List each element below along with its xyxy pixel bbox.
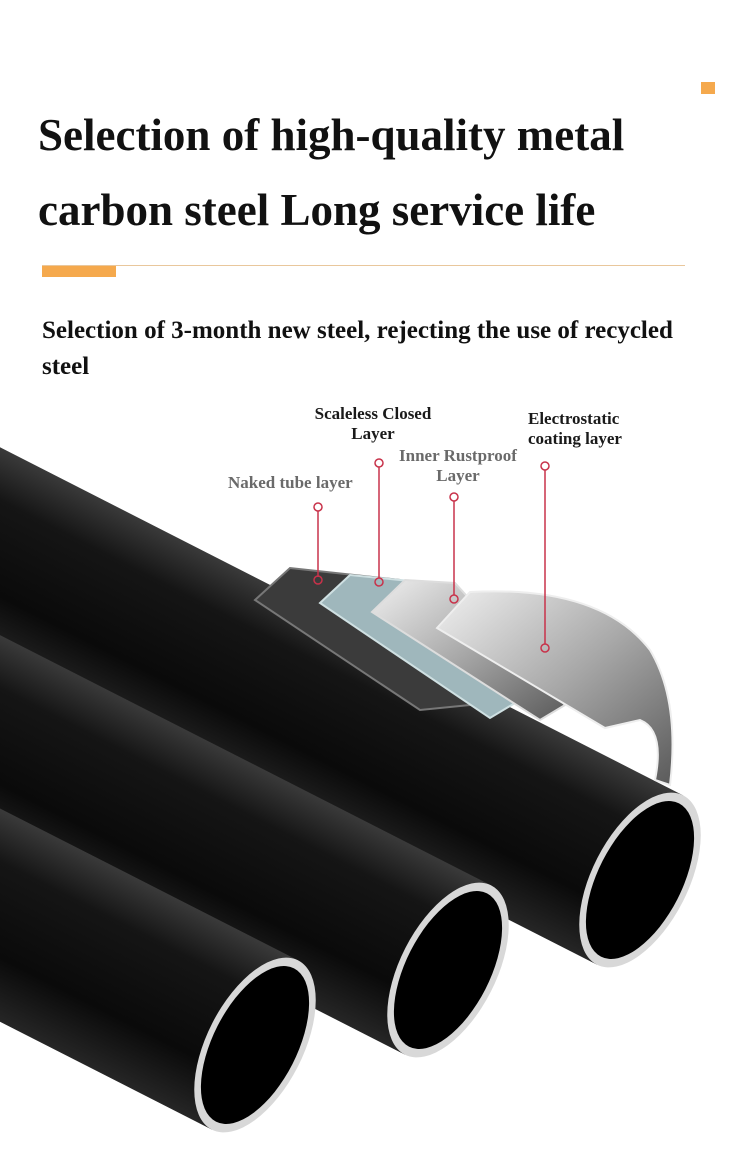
leader-lines [313, 458, 550, 653]
label-naked-tube-layer: Naked tube layer [228, 473, 353, 492]
divider-line [42, 265, 685, 266]
layer-cutaway [253, 566, 674, 787]
label-scaleless-closed-layer: Scaleless Closed Layer [314, 404, 432, 443]
tube-back [0, 386, 701, 968]
label-inner-rustproof-layer: Inner Rustproof Layer [399, 446, 517, 485]
tube-front [0, 551, 316, 1133]
headline-line-2: carbon steel Long service life [38, 185, 596, 235]
tube-middle [0, 476, 509, 1058]
subtitle: Selection of 3-month new steel, rejectin… [42, 317, 673, 381]
accent-bar [42, 266, 116, 277]
headline-line-1: Selection of high-quality metal [38, 110, 625, 160]
accent-square [701, 82, 715, 94]
label-electrostatic-coating-layer: Electrostatic coating layer [528, 409, 622, 448]
